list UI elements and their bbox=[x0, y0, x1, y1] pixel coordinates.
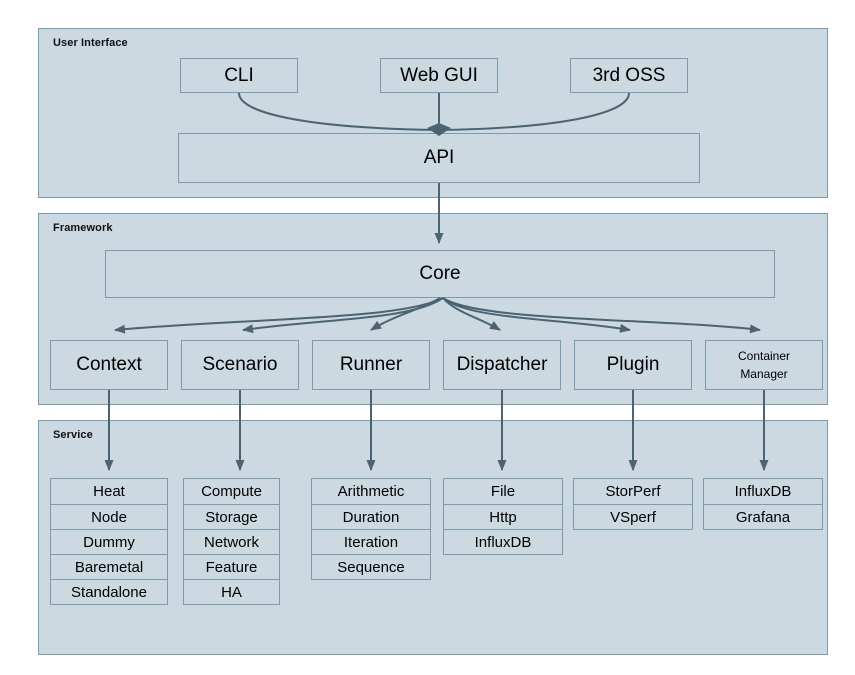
node-runner-label: Runner bbox=[339, 354, 403, 376]
list-item[interactable]: HA bbox=[184, 579, 279, 604]
list-item[interactable]: Dummy bbox=[51, 529, 167, 554]
service-column-dispatcher: File Http InfluxDB bbox=[443, 478, 563, 555]
node-container-manager-line2: Manager bbox=[740, 367, 788, 381]
node-cli-label: CLI bbox=[224, 64, 254, 86]
node-cli[interactable]: CLI bbox=[180, 58, 298, 93]
panel-service-label: Service bbox=[53, 429, 93, 441]
node-container-manager[interactable]: Container Manager bbox=[705, 340, 823, 390]
list-item[interactable]: Iteration bbox=[312, 529, 430, 554]
node-third-oss-label: 3rd OSS bbox=[592, 64, 666, 86]
list-item[interactable]: Sequence bbox=[312, 554, 430, 579]
list-item[interactable]: Standalone bbox=[51, 579, 167, 604]
node-dispatcher-label: Dispatcher bbox=[456, 354, 548, 376]
node-web-gui-label: Web GUI bbox=[400, 64, 478, 86]
list-item[interactable]: Arithmetic bbox=[337, 483, 405, 500]
list-item[interactable]: StorPerf bbox=[605, 483, 661, 500]
panel-framework-label: Framework bbox=[53, 222, 113, 234]
node-api[interactable]: API bbox=[178, 133, 700, 183]
node-api-label: API bbox=[423, 147, 455, 169]
list-item[interactable]: Feature bbox=[184, 554, 279, 579]
list-item[interactable]: File bbox=[490, 483, 516, 500]
service-column-plugin: StorPerf VSperf bbox=[573, 478, 693, 530]
list-item[interactable]: Storage bbox=[184, 504, 279, 529]
list-item[interactable]: Node bbox=[51, 504, 167, 529]
panel-user-interface-label: User Interface bbox=[53, 37, 128, 49]
node-scenario[interactable]: Scenario bbox=[181, 340, 299, 390]
panel-service: Service bbox=[38, 420, 828, 655]
node-context-label: Context bbox=[76, 354, 142, 376]
list-item[interactable]: Network bbox=[184, 529, 279, 554]
list-item[interactable]: Http bbox=[444, 504, 562, 529]
service-column-container: InfluxDB Grafana bbox=[703, 478, 823, 530]
list-item[interactable]: Compute bbox=[201, 483, 262, 500]
list-item[interactable]: Baremetal bbox=[51, 554, 167, 579]
node-dispatcher[interactable]: Dispatcher bbox=[443, 340, 561, 390]
list-item[interactable]: Heat bbox=[93, 483, 125, 500]
node-container-manager-line1: Container bbox=[737, 349, 791, 363]
node-plugin[interactable]: Plugin bbox=[574, 340, 692, 390]
node-scenario-label: Scenario bbox=[202, 354, 278, 376]
service-column-runner: Arithmetic Duration Iteration Sequence bbox=[311, 478, 431, 580]
node-plugin-label: Plugin bbox=[606, 354, 660, 376]
node-third-oss[interactable]: 3rd OSS bbox=[570, 58, 688, 93]
node-web-gui[interactable]: Web GUI bbox=[380, 58, 498, 93]
list-item[interactable]: InfluxDB bbox=[734, 483, 792, 500]
node-core[interactable]: Core bbox=[105, 250, 775, 298]
node-core-label: Core bbox=[419, 263, 461, 285]
node-context[interactable]: Context bbox=[50, 340, 168, 390]
list-item[interactable]: Duration bbox=[312, 504, 430, 529]
service-column-scenario: Compute Storage Network Feature HA bbox=[183, 478, 280, 605]
list-item[interactable]: Grafana bbox=[704, 504, 822, 529]
list-item[interactable]: VSperf bbox=[574, 504, 692, 529]
node-runner[interactable]: Runner bbox=[312, 340, 430, 390]
list-item[interactable]: InfluxDB bbox=[444, 529, 562, 554]
service-column-context: Heat Node Dummy Baremetal Standalone bbox=[50, 478, 168, 605]
